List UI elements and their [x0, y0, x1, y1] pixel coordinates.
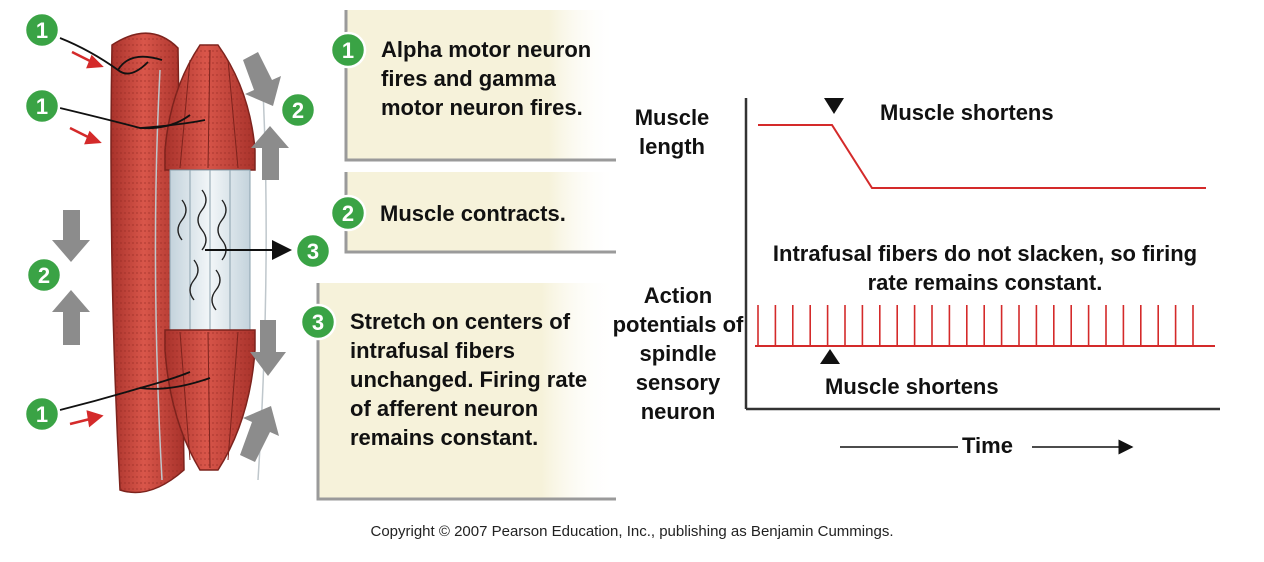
- svg-text:1: 1: [36, 94, 48, 119]
- badge-step-3: 3: [299, 303, 337, 341]
- action-potentials-label: Action potentials of spindle sensory neu…: [612, 283, 744, 424]
- svg-text:1: 1: [342, 38, 354, 63]
- contraction-arrows: [52, 52, 289, 462]
- shortening-onset-marker-bottom: [820, 349, 840, 364]
- svg-text:2: 2: [38, 263, 50, 288]
- step-1-text: Alpha motor neuron fires and gamma motor…: [381, 37, 592, 120]
- badge-alpha-motor-bottom: 1: [23, 395, 61, 433]
- step-2-text: Muscle contracts.: [380, 201, 566, 226]
- graph-axes: [744, 98, 1220, 411]
- red-signal-arrows: [69, 50, 104, 428]
- step-boxes: [316, 10, 616, 501]
- muscle-spindle: [154, 44, 267, 481]
- step-3-text: Stretch on centers of intrafusal fibers …: [350, 309, 588, 450]
- badge-alpha-motor-middle: 1: [23, 87, 61, 125]
- copyright-notice: Copyright © 2007 Pearson Education, Inc.…: [370, 523, 894, 540]
- badge-contracts-left: 2: [25, 256, 63, 294]
- firing-rate-note: Intrafusal fibers do not slacken, so fir…: [772, 241, 1198, 295]
- svg-text:2: 2: [342, 201, 354, 226]
- badge-step-2: 2: [329, 194, 367, 232]
- badge-sensory-neuron: 3: [294, 232, 332, 270]
- time-label: Time: [962, 433, 1013, 458]
- svg-text:3: 3: [307, 239, 319, 264]
- svg-text:1: 1: [36, 402, 48, 427]
- badge-step-1: 1: [329, 31, 367, 69]
- badge-alpha-motor-top: 1: [23, 11, 61, 49]
- motor-nerve-fibers: [59, 37, 211, 411]
- muscle-shortens-annotation-top: Muscle shortens: [880, 100, 1054, 125]
- svg-text:1: 1: [36, 18, 48, 43]
- svg-text:2: 2: [292, 98, 304, 123]
- muscle-length-label: Muscle length: [634, 105, 710, 159]
- action-potential-spikes: [757, 305, 1194, 346]
- muscle-length-trace: [758, 124, 1206, 189]
- svg-text:3: 3: [312, 310, 324, 335]
- shortening-onset-marker-top: [824, 98, 844, 114]
- muscle-shortens-annotation-bottom: Muscle shortens: [825, 374, 999, 399]
- badge-contracts-right: 2: [279, 91, 317, 129]
